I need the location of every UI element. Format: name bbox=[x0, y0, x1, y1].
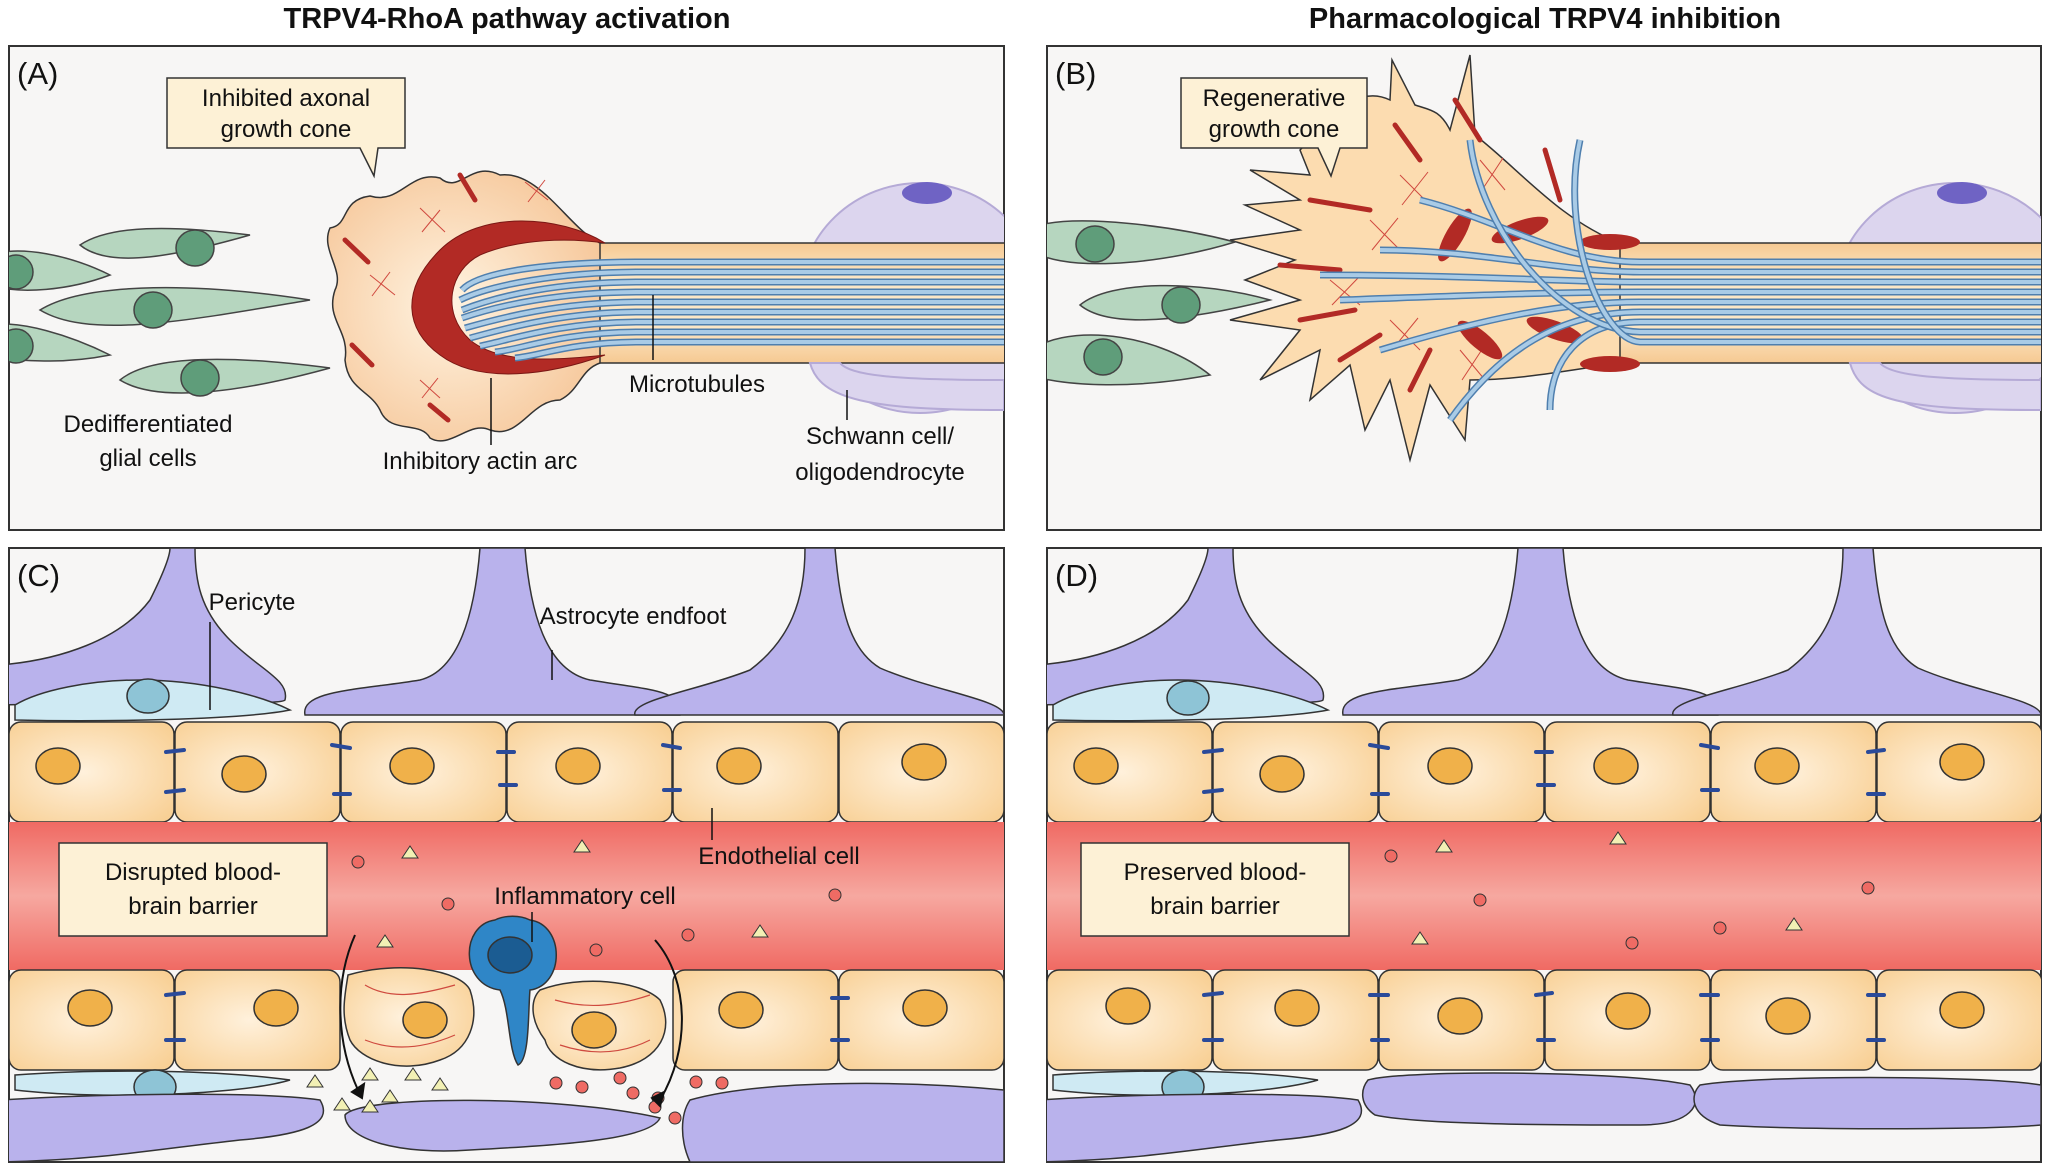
pericyte-label: Pericyte bbox=[209, 589, 296, 616]
barrier-callout-c: Disrupted blood- brain barrier bbox=[58, 842, 328, 937]
pericyte-bottom-c bbox=[14, 1069, 291, 1105]
schwann-label-1: Schwann cell/ bbox=[806, 423, 954, 450]
myelin-lower-b bbox=[1848, 362, 2041, 412]
panel-b: Regenerative growth cone (B) bbox=[1046, 45, 2042, 531]
barrier-callout-d: Preserved blood- brain barrier bbox=[1080, 842, 1350, 937]
particles-d bbox=[1384, 831, 1875, 950]
particles-c bbox=[306, 839, 842, 1125]
header-right: Pharmacological TRPV4 inhibition bbox=[1309, 3, 1781, 35]
callout-a: Inhibited axonal growth cone bbox=[166, 77, 406, 179]
glial-cells-b bbox=[1047, 220, 1273, 386]
panel-b-letter: (B) bbox=[1055, 56, 1096, 91]
microtubules-label: Microtubules bbox=[629, 371, 765, 398]
microtubules-a bbox=[458, 258, 1004, 362]
actin-ellipses-b bbox=[1438, 208, 1640, 372]
pericyte-d bbox=[1052, 679, 1331, 722]
endothelial-row-bottom-c bbox=[9, 967, 1004, 1071]
callout-b-line2: growth cone bbox=[1209, 116, 1340, 143]
astrocyte-endfeet-top-c bbox=[9, 548, 1004, 716]
panel-c: (C) Pericyte Astrocyte endfoot Endotheli… bbox=[8, 547, 1005, 1163]
actin-mesh-a bbox=[369, 179, 549, 399]
glia-label-1: Dedifferentiated bbox=[63, 411, 232, 438]
myelin-lower bbox=[808, 362, 1004, 412]
endothelial-row-bottom-d bbox=[1047, 969, 2041, 1071]
glia-label-2: glial cells bbox=[99, 445, 196, 472]
endothelial-label: Endothelial cell bbox=[698, 843, 859, 870]
actin-bundles-a bbox=[342, 172, 478, 423]
endothelial-row-top-c bbox=[9, 721, 1004, 823]
callout-b-line1: Regenerative bbox=[1203, 85, 1346, 112]
barrier-c-line1: Disrupted blood- bbox=[105, 859, 281, 886]
inflammatory-cell bbox=[468, 915, 557, 1066]
schwann-label-2: oligodendrocyte bbox=[795, 459, 964, 486]
astrocyte-endfeet-top-d bbox=[1047, 548, 2041, 716]
leak-arrows-c bbox=[339, 934, 683, 1108]
actin-arc bbox=[411, 220, 606, 375]
barrier-d-line2: brain barrier bbox=[1150, 893, 1279, 920]
panel-c-letter: (C) bbox=[17, 558, 60, 593]
microtubules-b bbox=[1319, 139, 2041, 423]
inflammatory-label: Inflammatory cell bbox=[494, 883, 675, 910]
endothelial-row-top-d bbox=[1047, 721, 2041, 823]
astrocyte-endfeet-bottom-c bbox=[9, 1082, 1004, 1162]
barrier-d-line1: Preserved blood- bbox=[1124, 859, 1307, 886]
actin-bars-b bbox=[1277, 97, 1563, 393]
actin-arc-label: Inhibitory actin arc bbox=[383, 448, 578, 475]
panel-d-letter: (D) bbox=[1055, 558, 1098, 593]
panel-a-letter: (A) bbox=[17, 56, 58, 91]
panel-d: (D) Preserved blood- brain barrier bbox=[1046, 547, 2042, 1163]
header-left: TRPV4-RhoA pathway activation bbox=[284, 3, 731, 35]
barrier-c-line2: brain barrier bbox=[128, 893, 257, 920]
astrocyte-label: Astrocyte endfoot bbox=[540, 603, 727, 630]
panel-a: Inhibited axonal growth cone (A) Dediffe… bbox=[8, 45, 1005, 531]
astrocyte-endfeet-bottom-d bbox=[1047, 1072, 2041, 1162]
glial-cells-a bbox=[9, 227, 331, 397]
callout-a-line2: growth cone bbox=[221, 116, 352, 143]
callout-b: Regenerative growth cone bbox=[1180, 77, 1368, 179]
pericyte-c bbox=[14, 678, 293, 722]
callout-a-line1: Inhibited axonal bbox=[202, 85, 370, 112]
